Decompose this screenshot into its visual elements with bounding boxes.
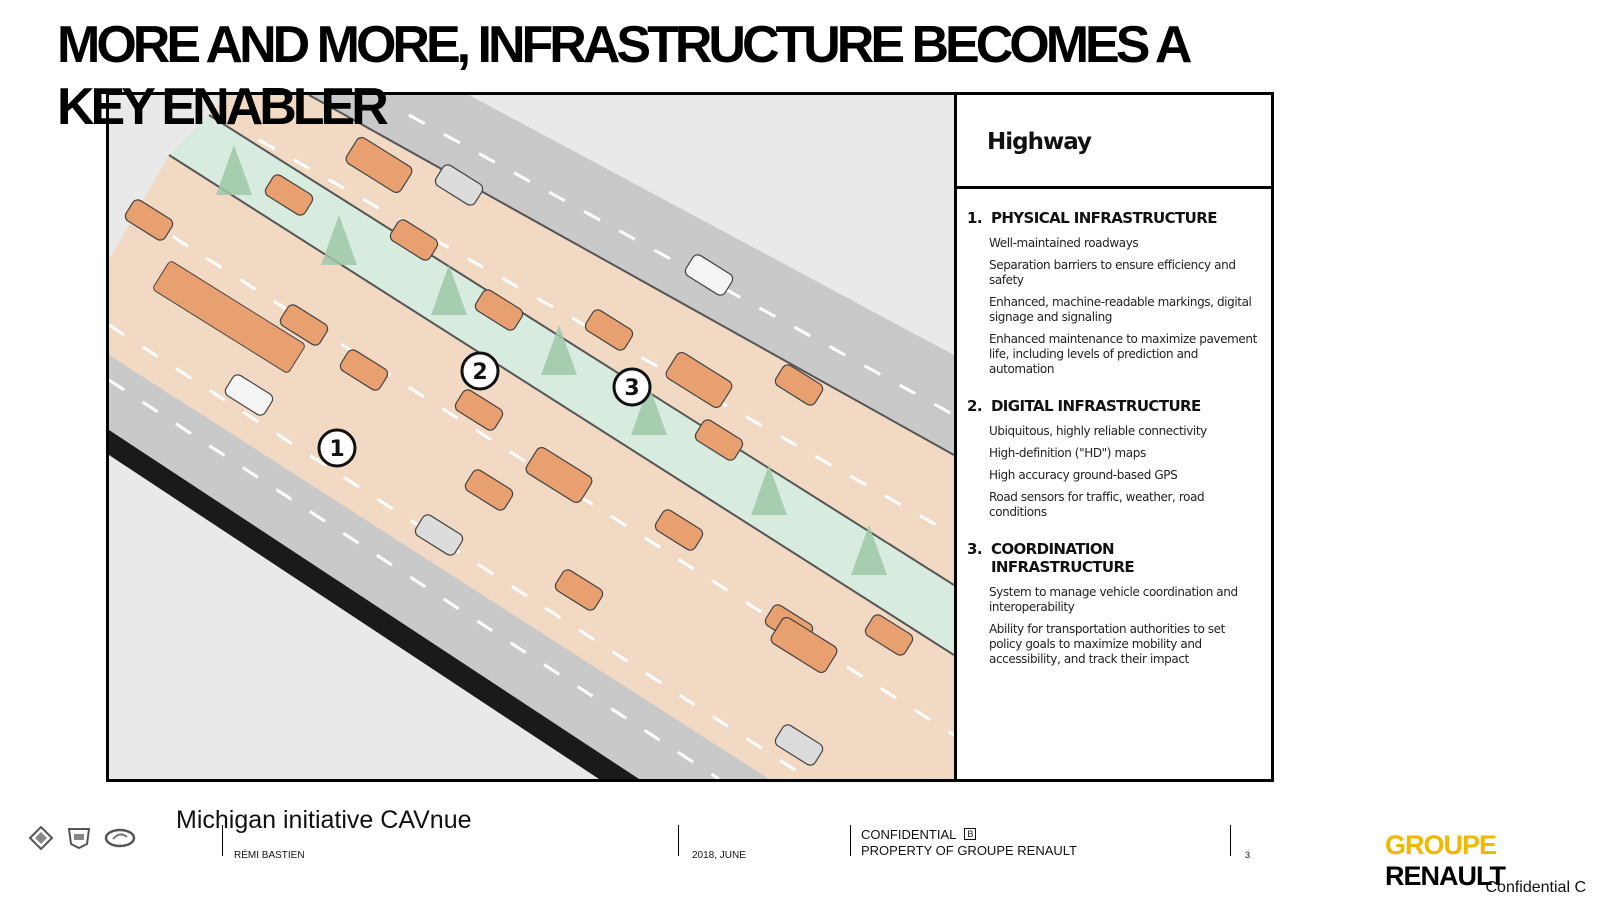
van bbox=[345, 136, 413, 194]
highway-illustration: 1 2 3 bbox=[109, 95, 957, 779]
section-items: Ubiquitous, highly reliable connectivity… bbox=[967, 424, 1257, 520]
section-title: 1. PHYSICAL INFRASTRUCTURE bbox=[967, 209, 1257, 227]
confidential-badge: B bbox=[964, 828, 977, 840]
van bbox=[525, 446, 593, 504]
list-item: Well-maintained roadways bbox=[989, 236, 1139, 250]
section-label: DIGITAL INFRASTRUCTURE bbox=[990, 397, 1201, 415]
section-number: 3. bbox=[967, 540, 983, 558]
slide-title: MORE AND MORE, INFRASTRUCTURE BECOMES A … bbox=[57, 16, 1191, 136]
tree bbox=[751, 465, 787, 515]
van bbox=[770, 616, 838, 674]
car bbox=[454, 389, 504, 431]
car bbox=[339, 349, 389, 391]
section-items: System to manage vehicle coordination an… bbox=[967, 585, 1257, 667]
tree bbox=[216, 145, 252, 195]
barriers bbox=[168, 95, 954, 656]
car bbox=[264, 174, 314, 216]
list-item: High-definition ("HD") maps bbox=[989, 446, 1146, 460]
footer-caption: Michigan initiative CAVnue bbox=[176, 806, 472, 834]
dacia-shield-icon bbox=[67, 828, 91, 850]
car bbox=[694, 419, 744, 461]
info-heading-box: Highway bbox=[957, 95, 1271, 189]
marker-circle bbox=[612, 367, 652, 407]
tree bbox=[851, 525, 887, 575]
car bbox=[474, 289, 524, 331]
footer-divider bbox=[678, 825, 679, 856]
footer-logos bbox=[28, 826, 136, 850]
footer-divider bbox=[1230, 825, 1231, 856]
list-item: Enhanced, machine-readable markings, dig… bbox=[989, 295, 1252, 324]
car bbox=[774, 364, 824, 406]
renault-diamond-icon bbox=[28, 826, 54, 850]
section-physical: 1. PHYSICAL INFRASTRUCTURE Well-maintain… bbox=[957, 209, 1271, 377]
lada-oval-icon bbox=[104, 828, 136, 848]
car bbox=[434, 164, 484, 206]
brand-groupe: GROUPE bbox=[1385, 830, 1497, 860]
page-number: 3 bbox=[1245, 850, 1251, 860]
section-items: Well-maintained roadways Separation barr… bbox=[967, 236, 1257, 377]
upper-cav-lanes bbox=[209, 95, 954, 585]
footer-author: RÉMI BASTIEN bbox=[234, 850, 305, 861]
van bbox=[665, 351, 733, 409]
tree bbox=[631, 385, 667, 435]
confidential-notice: CONFIDENTIAL B PROPERTY OF GROUPE RENAULT bbox=[861, 827, 1077, 859]
list-item: Enhanced maintenance to maximize pavemen… bbox=[989, 332, 1257, 376]
green-median bbox=[169, 115, 954, 655]
confidential-label: CONFIDENTIAL bbox=[861, 827, 957, 842]
footer-divider bbox=[850, 825, 851, 856]
section-digital: 2. DIGITAL INFRASTRUCTURE Ubiquitous, hi… bbox=[957, 397, 1271, 520]
vehicles bbox=[124, 136, 914, 766]
trees bbox=[216, 145, 887, 575]
tree bbox=[541, 325, 577, 375]
list-item: Separation barriers to ensure efficiency… bbox=[989, 258, 1236, 287]
car bbox=[224, 374, 274, 416]
car bbox=[774, 724, 824, 766]
section-coordination: 3. COORDINATION INFRASTRUCTURE System to… bbox=[957, 540, 1271, 667]
section-label: PHYSICAL INFRASTRUCTURE bbox=[990, 209, 1218, 227]
car bbox=[554, 569, 604, 611]
bus bbox=[153, 261, 305, 373]
car bbox=[279, 304, 329, 346]
marker-circle bbox=[460, 351, 500, 391]
marker-number: 2 bbox=[472, 360, 487, 385]
list-item: Ability for transportation authorities t… bbox=[989, 622, 1225, 666]
list-item: High accuracy ground-based GPS bbox=[989, 468, 1178, 482]
list-item: Ubiquitous, highly reliable connectivity bbox=[989, 424, 1207, 438]
markers: 1 2 3 bbox=[317, 351, 652, 468]
section-number: 1. bbox=[967, 209, 983, 227]
highway-scene: 1 2 3 bbox=[109, 95, 954, 779]
car bbox=[414, 514, 464, 556]
section-title: 2. DIGITAL INFRASTRUCTURE bbox=[967, 397, 1257, 415]
section-number: 2. bbox=[967, 397, 983, 415]
list-item: System to manage vehicle coordination an… bbox=[989, 585, 1238, 614]
car bbox=[124, 199, 174, 241]
section-label: COORDINATION INFRASTRUCTURE bbox=[990, 540, 1135, 576]
groupe-renault-logo: GROUPE RENAULT bbox=[1385, 830, 1600, 892]
section-title: 3. COORDINATION INFRASTRUCTURE bbox=[967, 540, 1257, 576]
marker-number: 1 bbox=[329, 437, 344, 462]
marker-circle bbox=[317, 428, 357, 468]
footer-divider bbox=[222, 825, 223, 856]
info-sections: 1. PHYSICAL INFRASTRUCTURE Well-maintain… bbox=[957, 209, 1271, 667]
marker-number: 3 bbox=[624, 376, 639, 401]
list-item: Road sensors for traffic, weather, road … bbox=[989, 490, 1205, 519]
road-edge bbox=[109, 430, 639, 779]
car bbox=[389, 219, 439, 261]
car bbox=[684, 254, 734, 296]
car bbox=[464, 469, 514, 511]
footer-date: 2018, JUNE bbox=[692, 850, 746, 861]
tree bbox=[321, 215, 357, 265]
brand-renault: RENAULT bbox=[1385, 861, 1506, 891]
car bbox=[864, 614, 914, 656]
tree bbox=[431, 265, 467, 315]
content-panel: 1 2 3 Highway 1. PHYSICAL INFRASTRUCTURE W… bbox=[106, 92, 1274, 782]
property-line: PROPERTY OF GROUPE RENAULT bbox=[861, 843, 1077, 858]
classification-label: Confidential C bbox=[1485, 879, 1587, 896]
info-heading: Highway bbox=[987, 129, 1092, 155]
car bbox=[584, 309, 634, 351]
info-panel: Highway 1. PHYSICAL INFRASTRUCTURE Well-… bbox=[957, 95, 1271, 779]
car bbox=[654, 509, 704, 551]
